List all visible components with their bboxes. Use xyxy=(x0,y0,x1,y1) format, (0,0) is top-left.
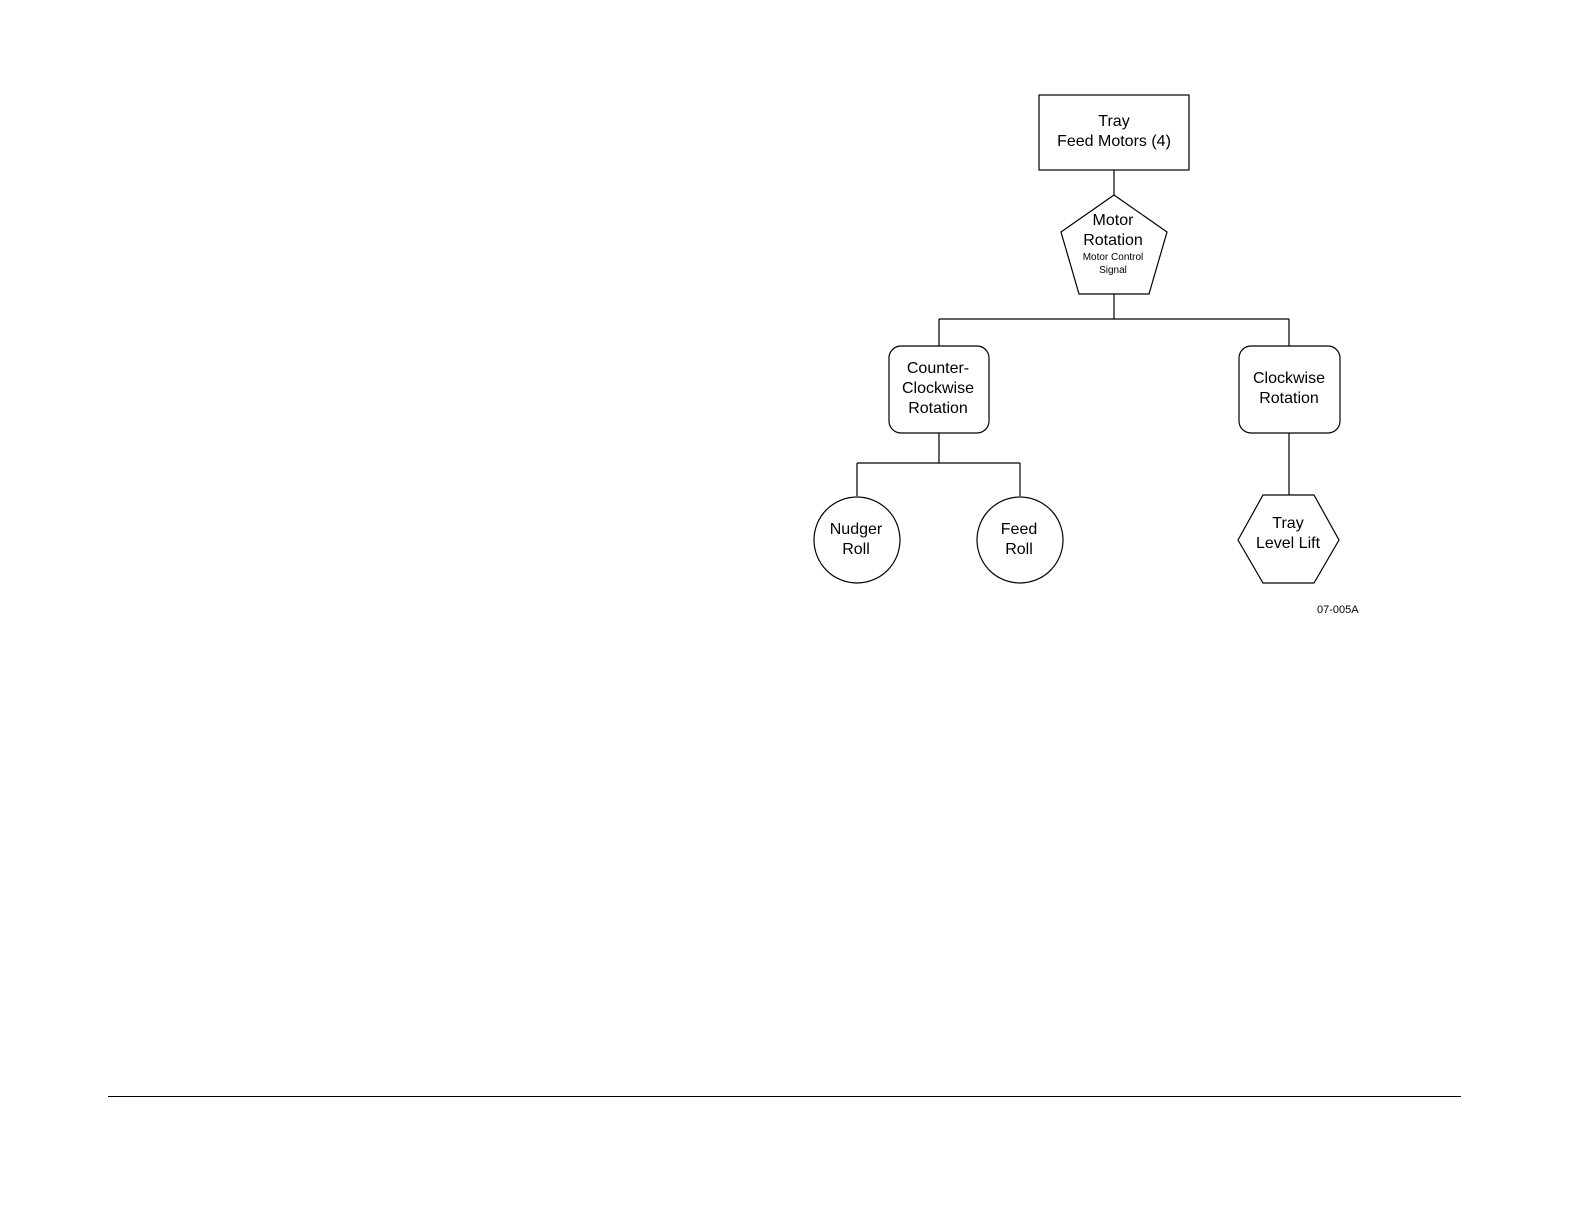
node-motor-rotation-line2: Rotation xyxy=(1083,232,1143,249)
node-feed-roll: Feed Roll xyxy=(977,497,1063,583)
node-tray-feed-motors-line1: Tray xyxy=(1098,113,1129,130)
node-tray-feed-motors-line2: Feed Motors (4) xyxy=(1057,133,1171,150)
node-tray-level-lift-line2: Level Lift xyxy=(1256,535,1321,552)
node-feed-roll-line1: Feed xyxy=(1001,521,1037,538)
node-ccw-rotation-line3: Rotation xyxy=(908,400,968,417)
node-feed-roll-circle xyxy=(977,497,1063,583)
node-feed-roll-line2: Roll xyxy=(1005,541,1033,558)
node-motor-rotation-line3: Motor Control xyxy=(1083,252,1144,263)
node-nudger-roll-circle xyxy=(814,497,900,583)
node-motor-rotation: Motor Rotation Motor Control Signal xyxy=(1061,195,1167,294)
node-cw-rotation-line1: Clockwise xyxy=(1253,370,1325,387)
node-nudger-roll-line2: Roll xyxy=(842,541,870,558)
node-nudger-roll-line1: Nudger xyxy=(830,521,883,538)
node-tray-feed-motors: Tray Feed Motors (4) xyxy=(1039,95,1189,170)
connectors xyxy=(857,170,1289,496)
footer-rule xyxy=(108,1096,1461,1097)
node-motor-rotation-line1: Motor xyxy=(1093,212,1135,229)
node-cw-rotation-line2: Rotation xyxy=(1259,390,1319,407)
node-cw-rotation: Clockwise Rotation xyxy=(1239,346,1340,433)
node-tray-level-lift-line1: Tray xyxy=(1272,515,1303,532)
node-ccw-rotation-line2: Clockwise xyxy=(902,380,974,397)
node-tray-level-lift: Tray Level Lift xyxy=(1238,495,1339,583)
figure-id: 07-005A xyxy=(1317,604,1359,616)
node-ccw-rotation: Counter- Clockwise Rotation xyxy=(889,346,989,433)
node-ccw-rotation-line1: Counter- xyxy=(907,360,969,377)
node-motor-rotation-line4: Signal xyxy=(1099,265,1127,276)
node-nudger-roll: Nudger Roll xyxy=(814,497,900,583)
